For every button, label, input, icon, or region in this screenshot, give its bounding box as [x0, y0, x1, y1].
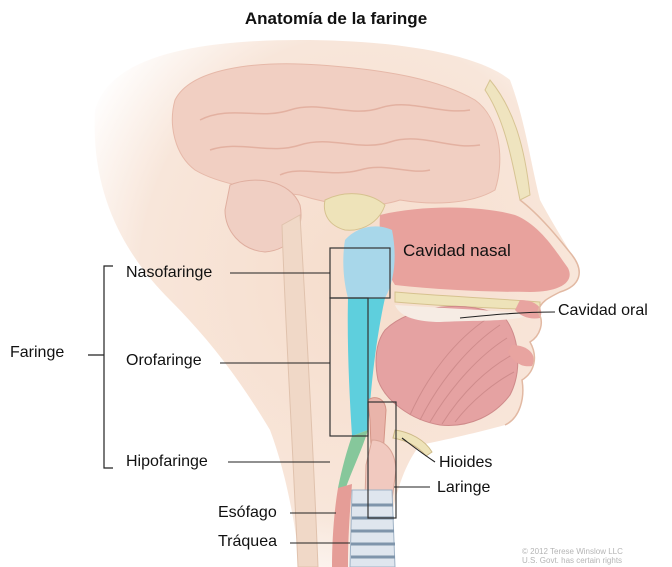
faringe-bracket: [88, 266, 113, 468]
label-hioides: Hioides: [439, 454, 492, 472]
trachea: [350, 490, 395, 567]
nasopharynx: [343, 226, 394, 298]
label-nasofaringe: Nasofaringe: [126, 264, 212, 282]
diagram-title: Anatomía de la faringe: [0, 9, 672, 29]
copyright-credit: © 2012 Terese Winslow LLC U.S. Govt. has…: [522, 547, 672, 565]
credit-line-2: U.S. Govt. has certain rights: [522, 556, 672, 565]
label-esofago: Esófago: [218, 504, 277, 522]
label-laringe: Laringe: [437, 479, 490, 497]
label-hipofaringe: Hipofaringe: [126, 453, 208, 471]
label-cavidad-nasal: Cavidad nasal: [403, 241, 511, 261]
label-orofaringe: Orofaringe: [126, 352, 202, 370]
credit-line-1: © 2012 Terese Winslow LLC: [522, 547, 672, 556]
label-traquea: Tráquea: [218, 533, 277, 551]
label-faringe: Faringe: [10, 344, 64, 362]
label-cavidad-oral: Cavidad oral: [558, 302, 648, 320]
